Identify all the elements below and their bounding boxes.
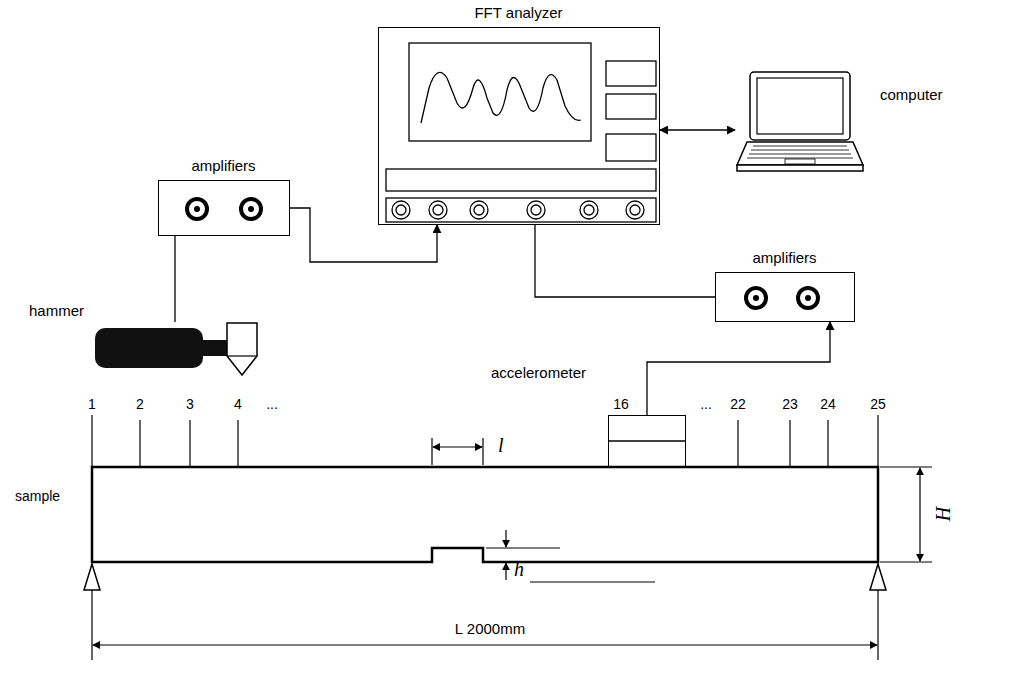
point-number: 16 (613, 396, 629, 413)
dimension-label: H (932, 507, 954, 521)
point-number: 25 (870, 396, 886, 413)
dimension-lines (92, 438, 932, 660)
hammer: hammer (95, 322, 260, 377)
point-number: 1 (88, 396, 96, 413)
amplifier-box-drawing (159, 181, 289, 235)
dimension-label: h (514, 558, 524, 580)
computer: computer (735, 70, 865, 180)
dimension-label: L 2000mm (455, 620, 525, 637)
amplifier-box-drawing (716, 273, 854, 321)
ellipsis: ... (700, 396, 712, 413)
amplifier-box: amplifiers (158, 180, 290, 236)
signal-wire (660, 129, 735, 130)
measure-ticks (92, 415, 878, 467)
dimension-label: l (498, 434, 504, 456)
accelerometer: accelerometer (608, 415, 686, 467)
node-label: FFT analyzer (474, 4, 562, 22)
node-label: accelerometer (491, 364, 586, 382)
computer-drawing (735, 70, 865, 180)
signal-wire (647, 322, 830, 415)
node-label: computer (880, 86, 943, 104)
point-number: 24 (820, 396, 836, 413)
signal-wire (290, 208, 437, 262)
ellipsis: ... (266, 396, 278, 413)
hammer-drawing (95, 322, 260, 377)
signal-wire (174, 236, 175, 322)
point-number: 23 (782, 396, 798, 413)
fft-analyzer-drawing (379, 28, 659, 224)
beam-outline (92, 467, 878, 562)
point-number: 2 (136, 396, 144, 413)
node-label: amplifiers (191, 157, 255, 175)
node-label: amplifiers (752, 249, 816, 267)
part-label: sample (15, 488, 60, 505)
node-label: hammer (29, 302, 84, 320)
accelerometer-drawing (609, 416, 685, 466)
point-number: 3 (186, 396, 194, 413)
signal-wire (535, 225, 715, 297)
point-number: 22 (730, 396, 746, 413)
supports (84, 564, 886, 590)
fft-analyzer: FFT analyzer (378, 27, 660, 225)
point-number: 4 (234, 396, 242, 413)
amplifier-box: amplifiers (715, 272, 855, 322)
